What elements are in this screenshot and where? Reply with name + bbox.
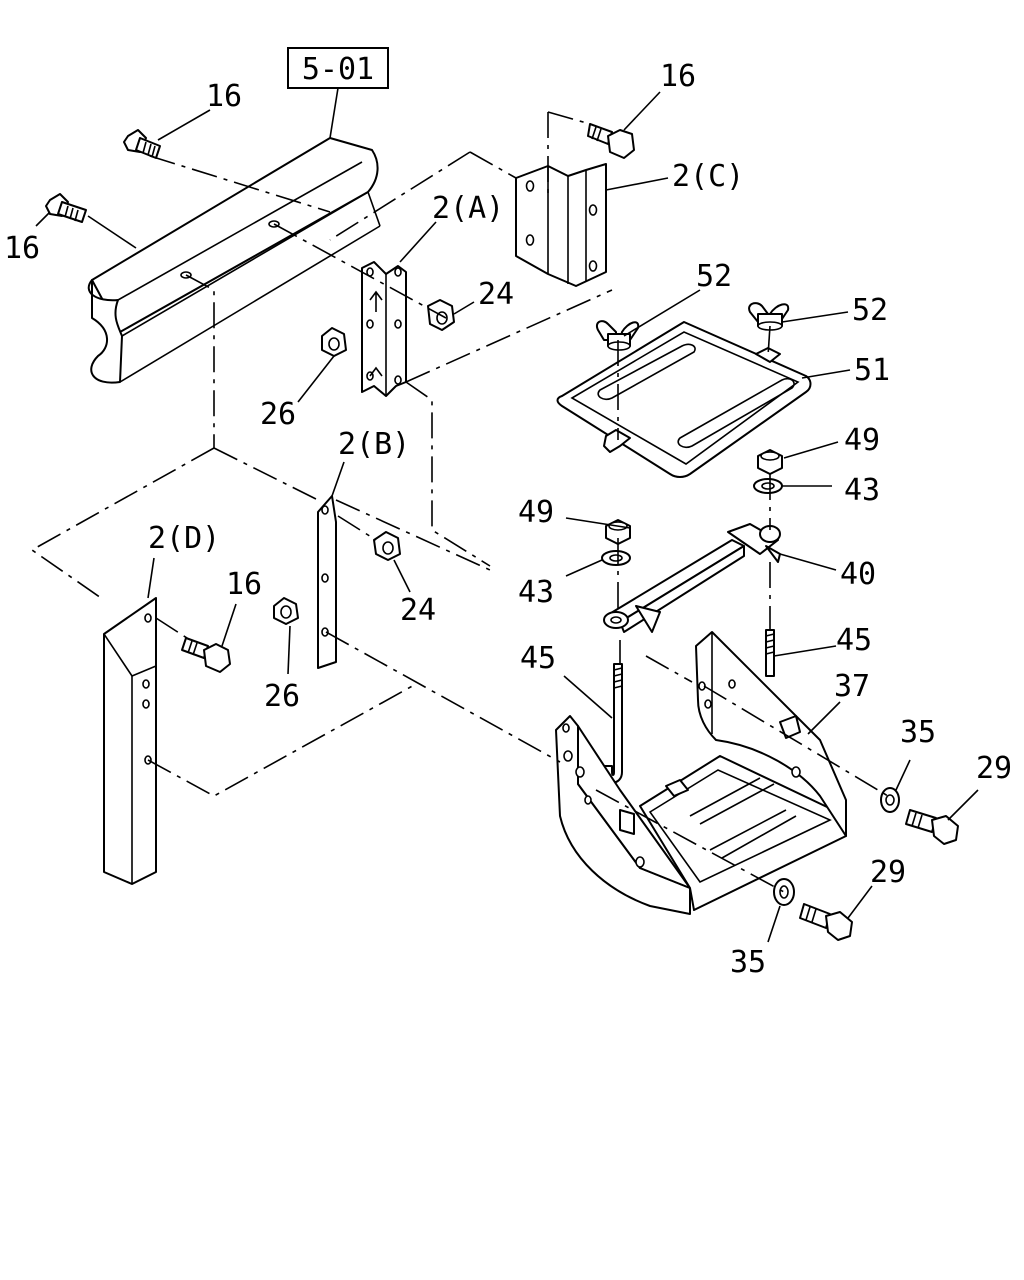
label-49-left: 49 bbox=[518, 495, 554, 530]
bracket-2b[interactable] bbox=[317, 495, 337, 669]
assembly-centerlines bbox=[30, 111, 889, 893]
label-26-upper: 26 bbox=[260, 397, 296, 432]
label-24-lower: 24 bbox=[400, 593, 436, 628]
bolt-16-top-right[interactable] bbox=[587, 123, 635, 159]
label-40: 40 bbox=[840, 557, 876, 592]
wing-nut-52-right[interactable] bbox=[748, 302, 790, 331]
nut-49-right[interactable] bbox=[757, 449, 783, 475]
flange-nut-26-upper[interactable] bbox=[321, 327, 347, 357]
label-51: 51 bbox=[854, 353, 890, 388]
bolt-16-left[interactable] bbox=[45, 193, 87, 223]
label-52-right: 52 bbox=[852, 293, 888, 328]
bracket-2a[interactable] bbox=[361, 261, 407, 397]
label-45-left: 45 bbox=[520, 641, 556, 676]
washer-43-right[interactable] bbox=[753, 478, 783, 494]
battery-cover-51[interactable] bbox=[556, 321, 812, 478]
leader-lines bbox=[35, 91, 979, 943]
bolt-16-lower[interactable] bbox=[181, 637, 231, 673]
j-bolt-45-left[interactable] bbox=[603, 663, 623, 784]
frame-rail bbox=[87, 137, 381, 384]
bolt-16-upper[interactable] bbox=[123, 129, 161, 159]
flange-nut-26-lower[interactable] bbox=[273, 597, 299, 625]
flange-nut-24-lower[interactable] bbox=[373, 531, 401, 561]
bracket-2d[interactable] bbox=[103, 597, 157, 885]
label-37: 37 bbox=[834, 669, 870, 704]
label-43-right: 43 bbox=[844, 473, 880, 508]
label-16-left: 16 bbox=[4, 231, 40, 266]
nut-49-left[interactable] bbox=[605, 519, 631, 545]
washer-35-right[interactable] bbox=[880, 787, 900, 813]
label-16-upper: 16 bbox=[206, 79, 242, 114]
part-number-labels: 16 16 16 16 2(C) 2(A) 24 26 52 52 51 49 … bbox=[4, 59, 1012, 980]
reference-box-label: 5-01 bbox=[302, 52, 374, 87]
label-2c: 2(C) bbox=[672, 159, 744, 194]
label-35-right: 35 bbox=[900, 715, 936, 750]
label-52-left: 52 bbox=[696, 259, 732, 294]
label-2b: 2(B) bbox=[338, 427, 410, 462]
label-45-right: 45 bbox=[836, 623, 872, 658]
reference-box[interactable]: 5-01 bbox=[287, 47, 389, 139]
label-43-left: 43 bbox=[518, 575, 554, 610]
label-2a: 2(A) bbox=[432, 191, 504, 226]
bolt-29-right[interactable] bbox=[905, 809, 959, 845]
battery-tray-37[interactable] bbox=[555, 631, 847, 915]
bracket-2c[interactable] bbox=[515, 163, 607, 287]
label-35-lower: 35 bbox=[730, 945, 766, 980]
label-2d: 2(D) bbox=[148, 521, 220, 556]
label-29-right: 29 bbox=[976, 751, 1012, 786]
label-29-lower: 29 bbox=[870, 855, 906, 890]
j-bolt-45-right[interactable] bbox=[765, 629, 775, 677]
label-24-upper: 24 bbox=[478, 277, 514, 312]
washer-43-left[interactable] bbox=[601, 550, 631, 566]
label-26-lower: 26 bbox=[264, 679, 300, 714]
bolt-29-lower[interactable] bbox=[799, 903, 853, 941]
battery-clamp-40[interactable] bbox=[603, 523, 781, 633]
label-49-right: 49 bbox=[844, 423, 880, 458]
label-16-lower: 16 bbox=[226, 567, 262, 602]
label-16-top-right: 16 bbox=[660, 59, 696, 94]
washer-35-lower[interactable] bbox=[773, 878, 795, 906]
